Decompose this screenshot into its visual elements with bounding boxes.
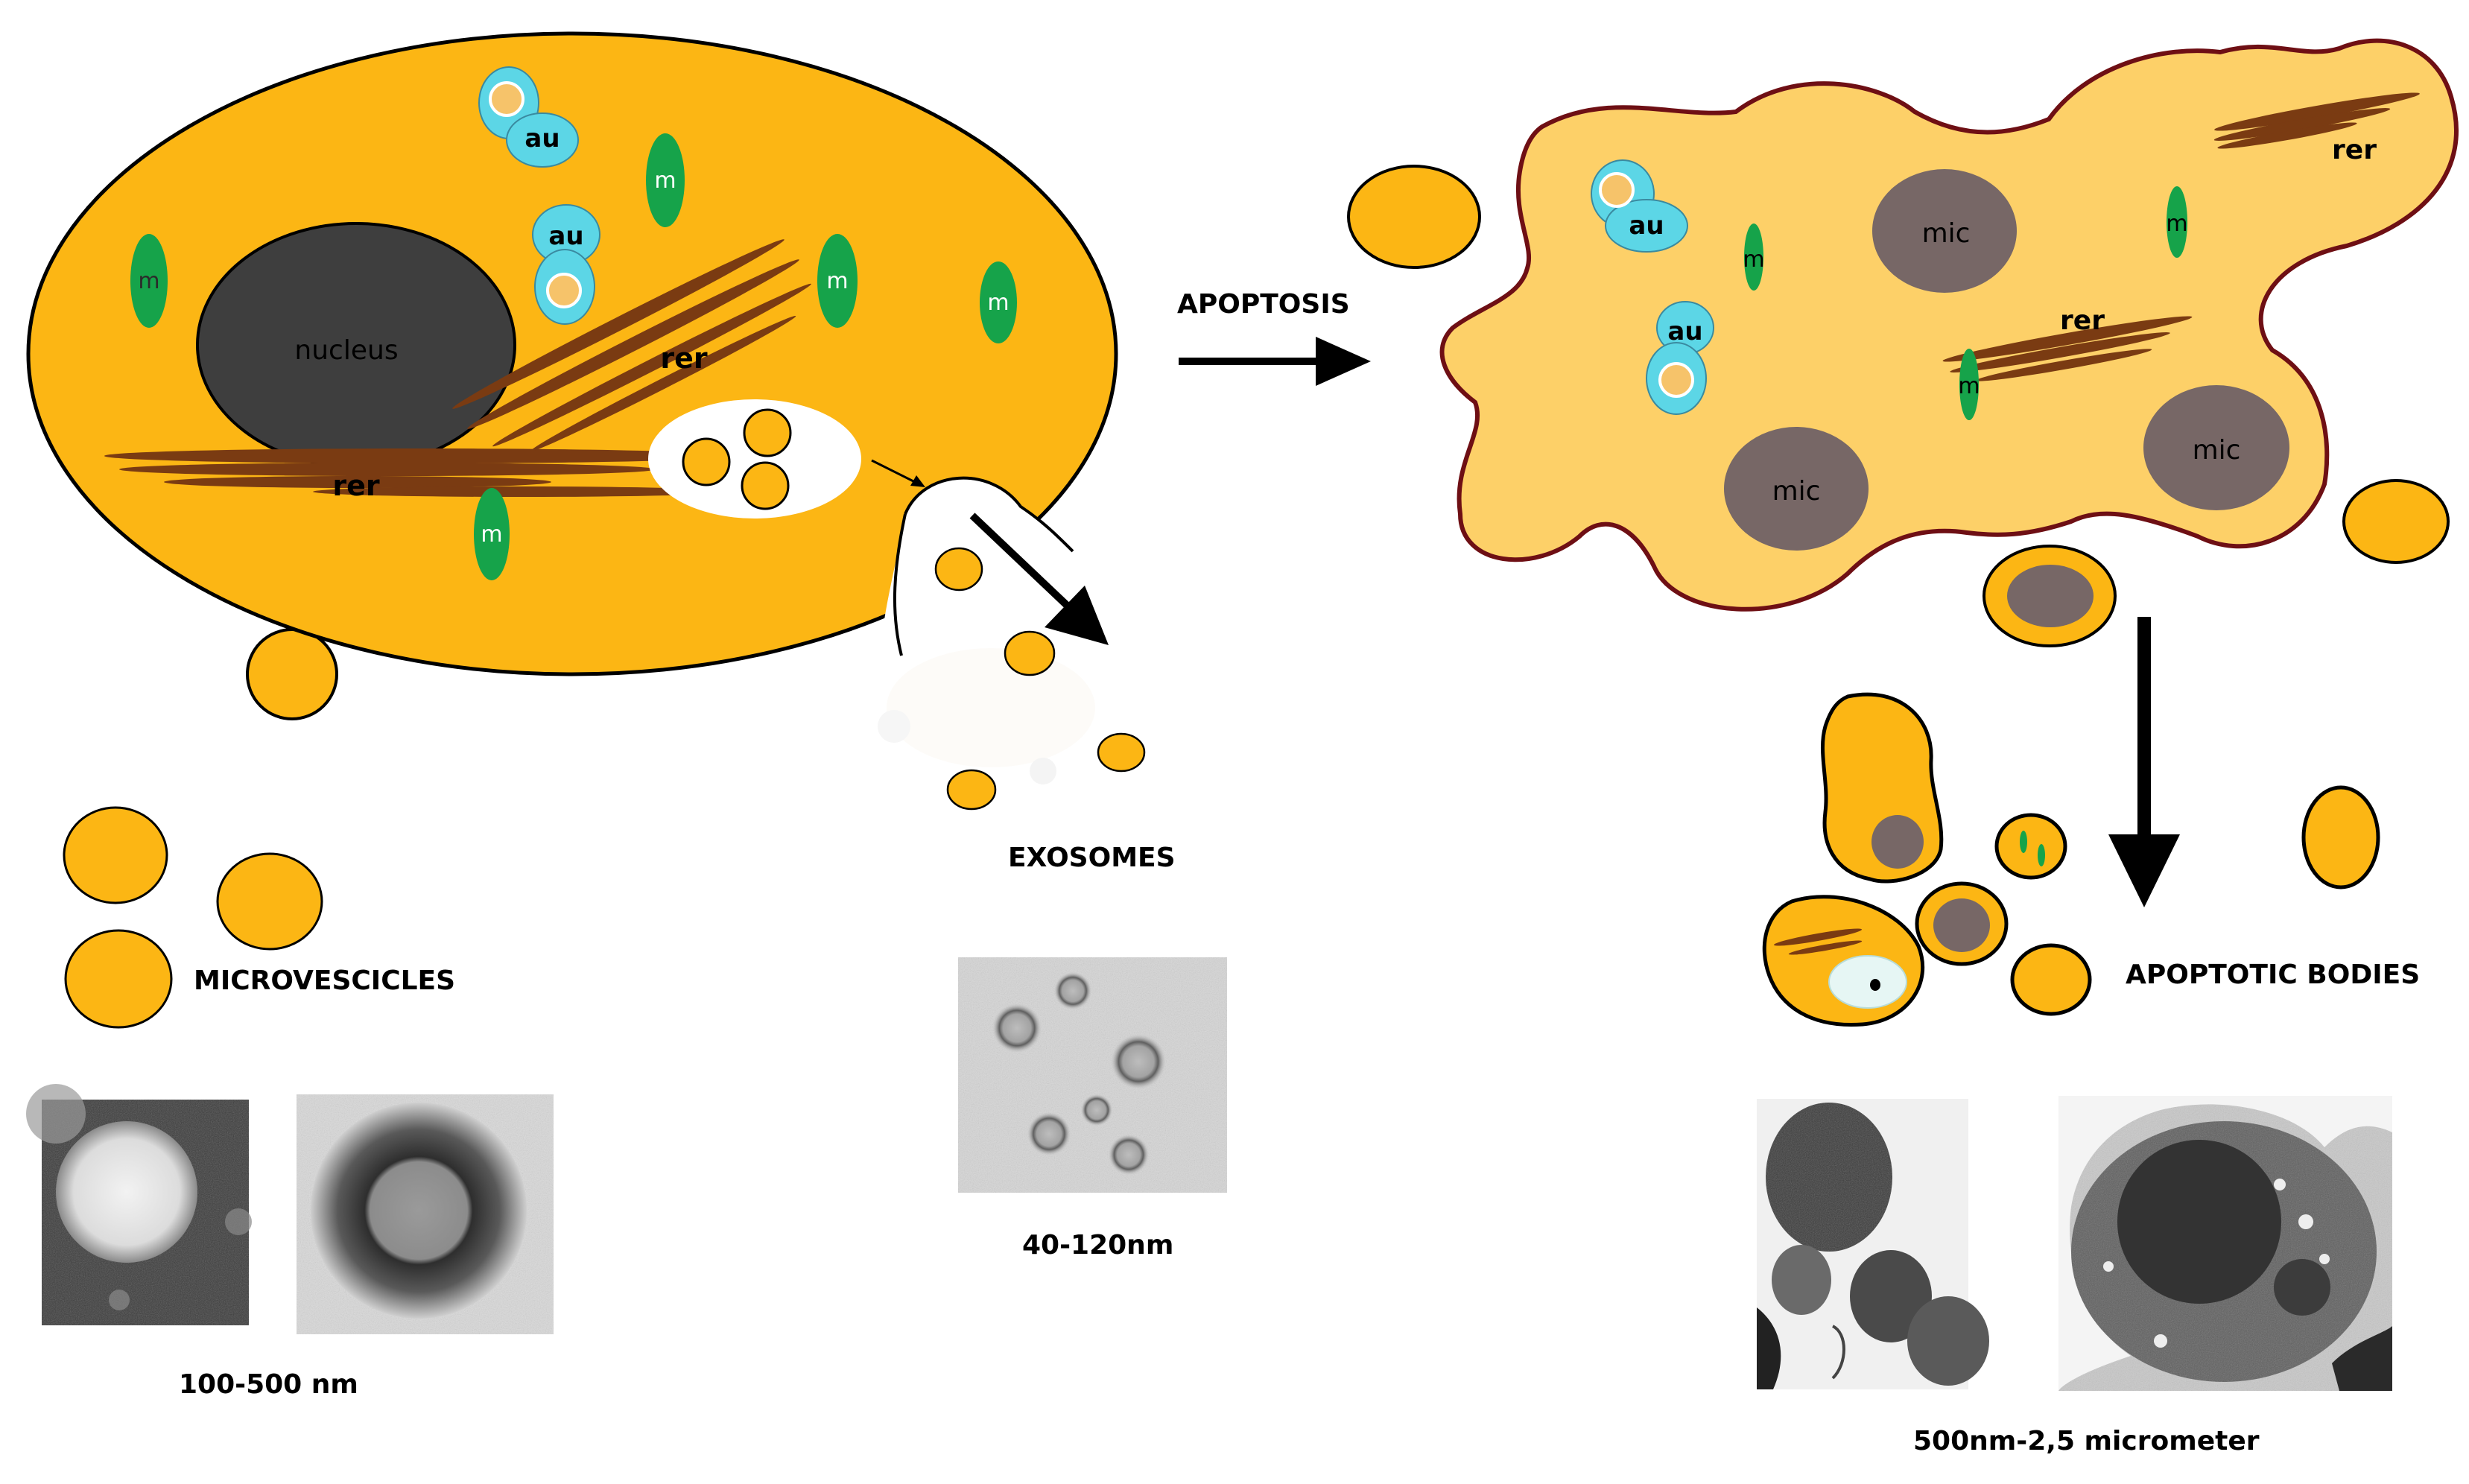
mic-label: mic bbox=[1772, 476, 1821, 507]
autophagosome-1: au bbox=[478, 66, 579, 168]
rer-stack-horizontal bbox=[104, 448, 730, 497]
apoptotic-cell: mic mic mic rer rer m m bbox=[1439, 38, 2459, 612]
mitochondrion-4: m bbox=[980, 261, 1017, 343]
apoptotic-mito-2: m bbox=[2166, 186, 2188, 258]
nucleus-label: nucleus bbox=[294, 335, 398, 366]
au-label: au bbox=[548, 221, 583, 251]
apoptotic-autophagosome-2: au bbox=[1646, 301, 1714, 415]
size-apoptotic: 500nm-2,5 micrometer bbox=[1913, 1426, 2260, 1456]
mic-label: mic bbox=[1922, 218, 1971, 249]
apoptotic-blebs bbox=[1347, 165, 2450, 564]
budding-microvesicle bbox=[246, 628, 338, 720]
rer-label-1: rer bbox=[332, 469, 380, 502]
mitochondrion-1: m bbox=[130, 234, 168, 328]
mito-label: m bbox=[138, 268, 159, 294]
microvesicle-micrograph-2 bbox=[297, 1094, 554, 1334]
apoptotic-rer-middle bbox=[1942, 316, 2193, 381]
au-label: au bbox=[1667, 317, 1702, 346]
apoptotic-micrograph-1 bbox=[1757, 1099, 1989, 1389]
mic-label: mic bbox=[2193, 435, 2241, 466]
apoptotic-micrograph-2 bbox=[2058, 1096, 2392, 1391]
exosome-particles bbox=[934, 547, 1146, 811]
exosome-micrograph bbox=[958, 957, 1227, 1193]
rer-stack-diagonal bbox=[452, 239, 811, 452]
au-label: au bbox=[524, 124, 560, 153]
micronucleus-1: mic bbox=[1872, 169, 2017, 293]
rer-label-4: rer bbox=[2060, 305, 2105, 336]
apoptotic-mito-1: m bbox=[1743, 223, 1765, 291]
mitochondrion-2: m bbox=[646, 133, 685, 227]
rer-label-3: rer bbox=[2332, 135, 2377, 165]
mito-label: m bbox=[1958, 373, 1980, 399]
microvescicles-label: MICROVESCICLES bbox=[194, 965, 455, 996]
mito-label: m bbox=[2166, 211, 2187, 237]
apoptotic-rer-top bbox=[2213, 92, 2420, 149]
apoptosis-label: APOPTOSIS bbox=[1177, 289, 1350, 320]
mito-label: m bbox=[987, 290, 1009, 316]
apoptotic-mito-3: m bbox=[1958, 349, 1980, 420]
mitochondrion-3: m bbox=[817, 234, 858, 328]
mito-label: m bbox=[826, 268, 848, 294]
exosomes-label: EXOSOMES bbox=[1008, 843, 1176, 873]
mitochondrion-5: m bbox=[474, 488, 510, 580]
rer-label-2: rer bbox=[660, 342, 708, 375]
micronucleus-2: mic bbox=[1724, 427, 1869, 551]
mito-label: m bbox=[654, 168, 676, 194]
apoptotic-autophagosome-1: au bbox=[1591, 159, 1688, 253]
autophagosome-2: au bbox=[532, 204, 600, 325]
apoptotic-bodies bbox=[1762, 692, 2380, 1027]
mito-label: m bbox=[1743, 247, 1764, 273]
apoptotic-body-small-mic bbox=[1983, 545, 2117, 647]
size-exosomes: 40-120nm bbox=[1022, 1230, 1173, 1261]
au-label: au bbox=[1629, 211, 1664, 241]
multivesicular-body bbox=[648, 399, 861, 519]
mito-label: m bbox=[481, 521, 502, 548]
micronucleus-3: mic bbox=[2143, 385, 2289, 510]
microvesicle-micrograph-1 bbox=[26, 1084, 252, 1325]
microvesicle-particles bbox=[63, 806, 323, 1029]
size-microvescicles: 100-500 nm bbox=[179, 1369, 358, 1400]
apoptotic-bodies-label: APOPTOTIC BODIES bbox=[2126, 960, 2420, 990]
living-cell: nucleus rer rer m m m bbox=[26, 31, 1146, 811]
